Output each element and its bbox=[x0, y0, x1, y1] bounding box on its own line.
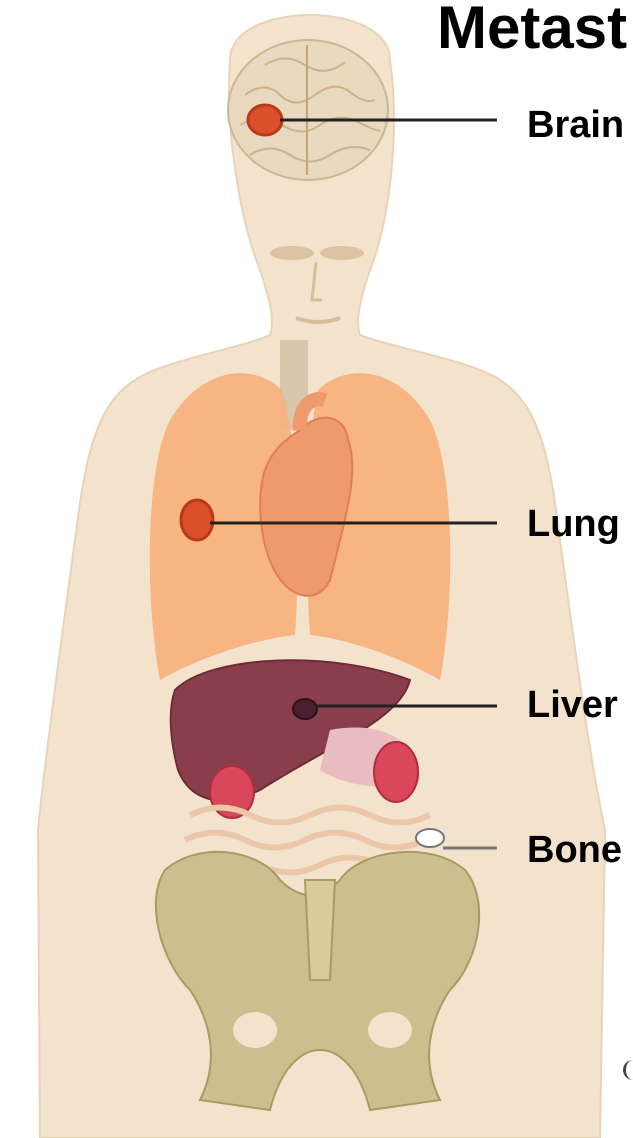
sacrum bbox=[305, 880, 335, 980]
right-obturator bbox=[368, 1012, 412, 1048]
left-eye bbox=[270, 246, 314, 260]
label-lung: Lung bbox=[527, 505, 620, 543]
label-bone: Bone bbox=[527, 831, 622, 869]
bone-lesion bbox=[416, 829, 444, 847]
lung-tumor bbox=[181, 500, 213, 540]
brain-tumor bbox=[248, 105, 282, 135]
liver-tumor bbox=[293, 699, 317, 719]
left-obturator bbox=[233, 1012, 277, 1048]
label-liver: Liver bbox=[527, 686, 618, 724]
label-brain: Brain bbox=[527, 106, 624, 144]
diagram-title: Metast bbox=[437, 0, 627, 58]
right-eye bbox=[320, 246, 364, 260]
left-kidney bbox=[374, 742, 418, 802]
